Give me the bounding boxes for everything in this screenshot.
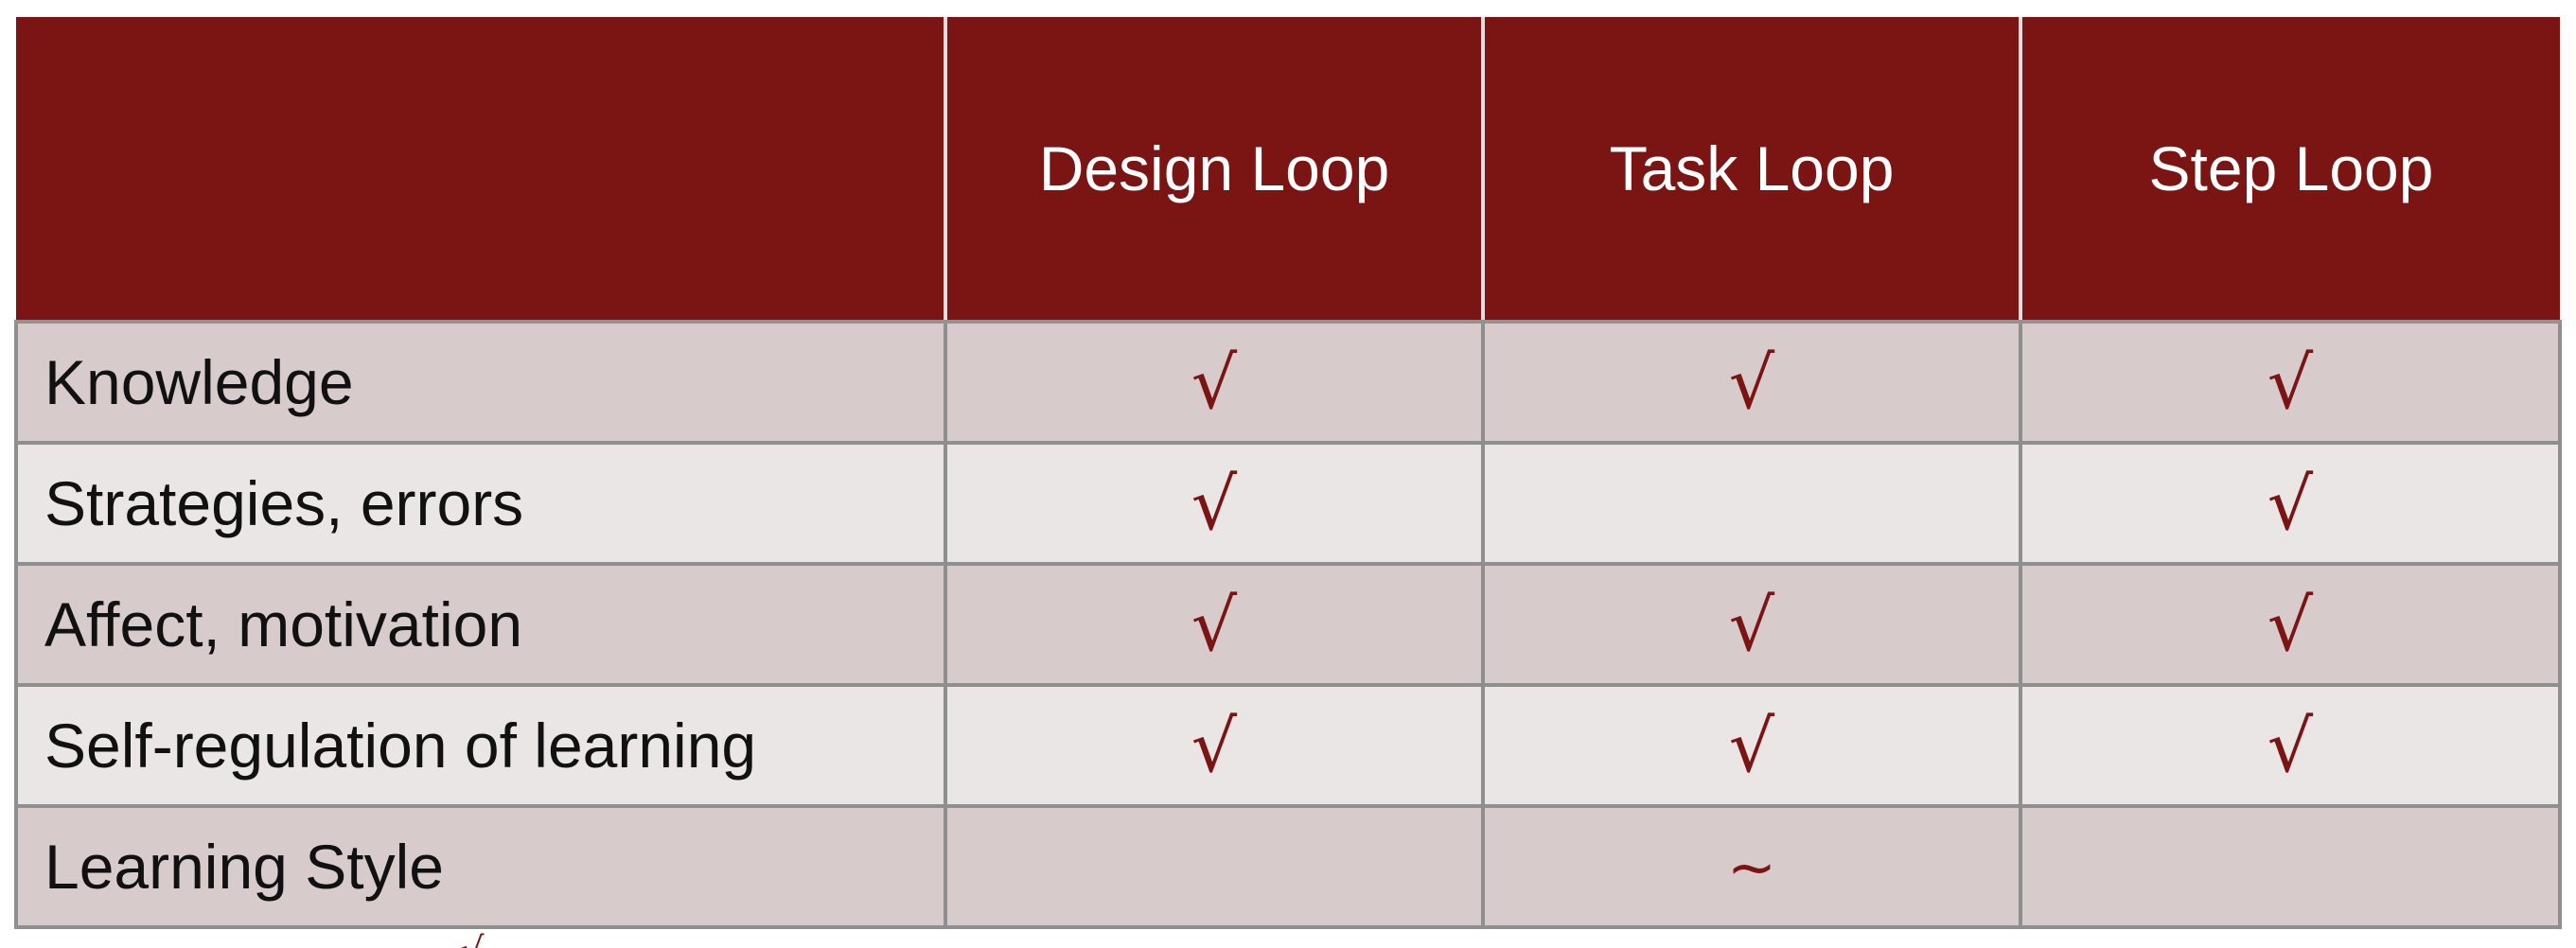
check-mark-cell: √ [1481,562,2022,687]
row-label: Learning Style [14,804,947,929]
check-mark-cell: √ [944,683,1485,808]
table-row: Affect, motivation √ √ √ [14,562,2562,687]
check-mark-cell: √ [944,441,1485,566]
table-row: Self-regulation of learning √ √ √ [14,683,2562,808]
row-label: Affect, motivation [14,562,947,687]
check-mark-cell: √ [944,320,1485,445]
table-row: Strategies, errors √ √ [14,441,2562,566]
empty-cell [2019,804,2562,929]
check-mark-cell: √ [2019,683,2562,808]
table-row: Learning Style ~ [14,804,2562,929]
check-mark-cell: √ [1481,320,2022,445]
header-empty-cell [16,17,947,324]
check-mark-cell: √ [2019,441,2562,566]
stray-check-mark: √ [460,933,485,948]
row-label: Self-regulation of learning [14,683,947,808]
header-row: Design Loop Task Loop Step Loop [16,17,2560,324]
check-mark-cell: √ [1481,683,2022,808]
empty-cell [944,804,1485,929]
comparison-table-container: Design Loop Task Loop Step Loop Knowledg… [14,17,2562,929]
header-step-loop: Step Loop [2020,17,2560,324]
check-mark-cell: √ [2019,562,2562,687]
table-row: Knowledge √ √ √ [14,320,2562,445]
row-label: Strategies, errors [14,441,947,566]
header-design-loop: Design Loop [945,17,1485,324]
empty-cell [1481,441,2022,566]
check-mark-cell: √ [2019,320,2562,445]
header-task-loop: Task Loop [1483,17,2022,324]
check-mark-cell: √ [944,562,1485,687]
tilde-mark-cell: ~ [1481,804,2022,929]
row-label: Knowledge [14,320,947,445]
comparison-table: Design Loop Task Loop Step Loop Knowledg… [14,17,2562,929]
